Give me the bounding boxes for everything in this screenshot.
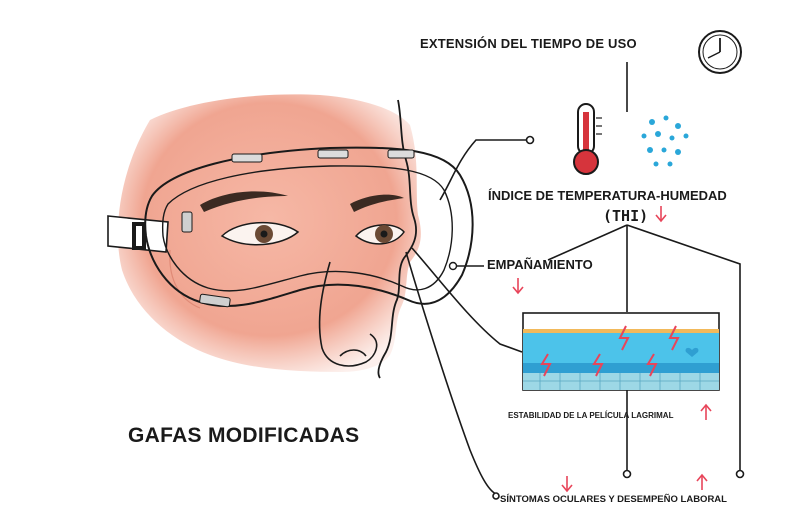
- humidity-dots-icon: [641, 115, 689, 167]
- nostril: [339, 349, 367, 357]
- vent-2: [317, 149, 349, 159]
- eye-connectors: [405, 247, 523, 495]
- thermometer-icon: [573, 103, 602, 175]
- extension-label: EXTENSIÓN DEL TIEMPO DE USO: [420, 36, 637, 51]
- nose-outline: [318, 261, 378, 367]
- lipid-layer: [523, 329, 719, 333]
- symptoms-label: SÍNTOMAS OCULARES Y DESEMPEÑO LABORAL: [500, 494, 727, 505]
- epithelium-layer: [523, 373, 719, 390]
- symptoms-performance-increase-arrow: [696, 473, 708, 490]
- mucin-layer: [523, 363, 719, 373]
- vent-5: [199, 293, 231, 308]
- vent-3: [387, 149, 415, 159]
- tear-film-increase-arrow: [700, 403, 712, 420]
- symptoms-connectors: [492, 390, 745, 500]
- lightning-icon: [540, 325, 680, 377]
- thi-abbreviation: (THI): [603, 207, 649, 225]
- tear-film-panel: [522, 312, 720, 391]
- goggles-title: GAFAS MODIFICADAS: [128, 424, 360, 447]
- fogging-label: EMPAÑAMIENTO: [487, 257, 593, 272]
- right-eyebrow: [350, 194, 404, 212]
- lens-shine: [420, 175, 447, 272]
- thi-decrease-arrow: [655, 206, 667, 223]
- face-illustration: [117, 94, 421, 379]
- goggle-frame-outer: [144, 146, 474, 308]
- left-eyebrow: [200, 191, 288, 212]
- thi-connectors: [547, 224, 741, 470]
- vent-4: [181, 211, 193, 233]
- thi-label: ÍNDICE DE TEMPERATURA-HUMEDAD: [488, 188, 727, 203]
- goggle-frame-inner: [161, 165, 453, 292]
- fogging-decrease-arrow: [512, 278, 524, 295]
- tear-film-label: ESTABILIDAD DE LA PELÍCULA LAGRIMAL: [508, 411, 674, 420]
- symptoms-ocular-decrease-arrow: [561, 476, 573, 493]
- heart-icon: [685, 347, 699, 357]
- fogging-connector: [448, 261, 484, 271]
- face-profile-line: [377, 99, 417, 379]
- goggles-illustration: [107, 146, 474, 308]
- lens-connector: [439, 135, 535, 201]
- clock-icon: [698, 30, 742, 74]
- vent-1: [231, 153, 263, 163]
